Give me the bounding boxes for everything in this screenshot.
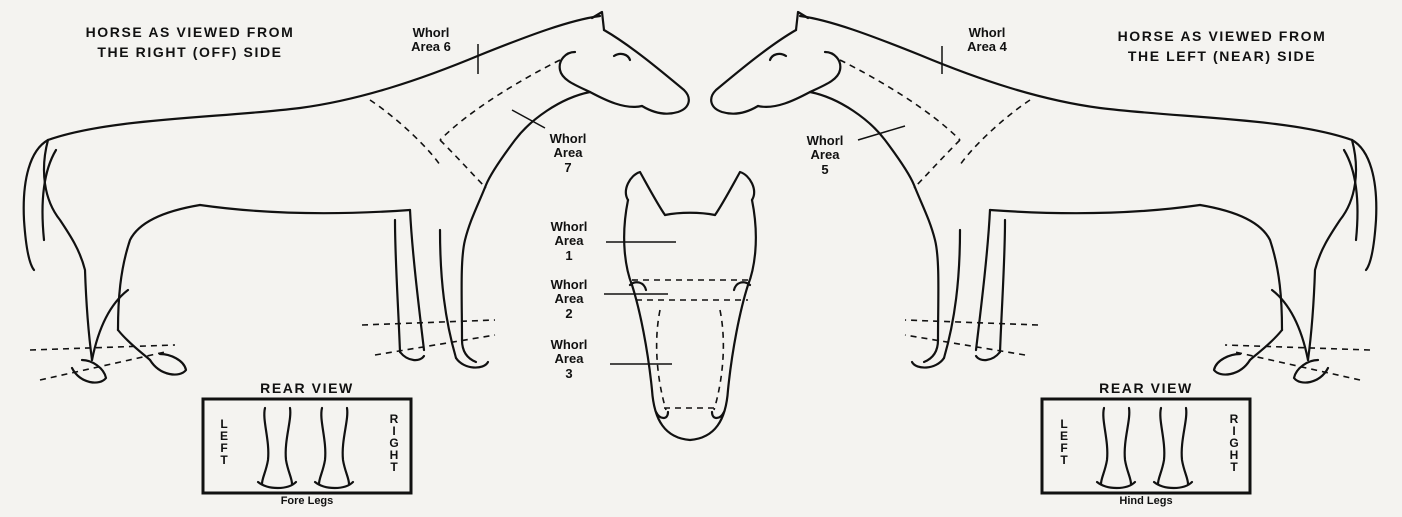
whorl-area-4-label: Whorl Area 4	[952, 26, 1022, 55]
area-word: Area	[534, 292, 604, 306]
whorl-area-1-label: Whorl Area 1	[534, 220, 604, 263]
left-horse-outline	[24, 12, 689, 383]
letter: T	[1058, 454, 1070, 466]
hind-legs-caption: Hind Legs	[1042, 495, 1250, 507]
area-word: Area	[534, 352, 604, 366]
rear-view-hind-heading: REAR VIEW	[1042, 378, 1250, 398]
area-number: 7	[538, 161, 598, 175]
whorl-area-3-label: Whorl Area 3	[534, 338, 604, 381]
letter: T	[388, 461, 400, 473]
right-title: HORSE AS VIEWED FROM THE LEFT (NEAR) SID…	[1062, 26, 1382, 66]
whorl-word: Whorl	[396, 26, 466, 40]
whorl-word: Whorl	[534, 220, 604, 234]
area-word: Area	[790, 148, 860, 162]
area-number: 2	[534, 307, 604, 321]
whorl-area-5-label: Whorl Area 5	[790, 134, 860, 177]
area-number: 5	[790, 163, 860, 177]
fore-legs-caption: Fore Legs	[203, 495, 411, 507]
fore-legs-drawing	[258, 408, 353, 488]
area-text: Area 4	[952, 40, 1022, 54]
whorl-word: Whorl	[952, 26, 1022, 40]
right-title-line2: THE LEFT (NEAR) SIDE	[1062, 46, 1382, 66]
rear-view-fore-left-label: L E F T	[218, 418, 230, 466]
right-horse-outline	[711, 12, 1376, 383]
right-title-line1: HORSE AS VIEWED FROM	[1062, 26, 1382, 46]
letter: T	[1228, 461, 1240, 473]
front-head-outline	[624, 172, 756, 440]
whorl-area-2-label: Whorl Area 2	[534, 278, 604, 321]
rear-view-hind-box	[1042, 399, 1250, 493]
letter: T	[218, 454, 230, 466]
rear-view-fore-heading: REAR VIEW	[203, 378, 411, 398]
area-word: Area	[538, 146, 598, 160]
left-title-line2: THE RIGHT (OFF) SIDE	[30, 42, 350, 62]
whorl-word: Whorl	[534, 338, 604, 352]
hind-legs-drawing	[1097, 408, 1192, 488]
area-number: 1	[534, 249, 604, 263]
rear-view-fore-box	[203, 399, 411, 493]
whorl-area-6-label: Whorl Area 6	[396, 26, 466, 55]
left-title-line1: HORSE AS VIEWED FROM	[30, 22, 350, 42]
rear-view-fore-right-label: R I G H T	[388, 413, 400, 473]
whorl-area-7-label: Whorl Area 7	[538, 132, 598, 175]
rear-view-hind-right-label: R I G H T	[1228, 413, 1240, 473]
area-word: Area	[534, 234, 604, 248]
whorl-word: Whorl	[790, 134, 860, 148]
area-number: 3	[534, 367, 604, 381]
rear-view-hind-left-label: L E F T	[1058, 418, 1070, 466]
whorl-word: Whorl	[538, 132, 598, 146]
area-text: Area 6	[396, 40, 466, 54]
whorl-word: Whorl	[534, 278, 604, 292]
left-title: HORSE AS VIEWED FROM THE RIGHT (OFF) SID…	[30, 22, 350, 62]
